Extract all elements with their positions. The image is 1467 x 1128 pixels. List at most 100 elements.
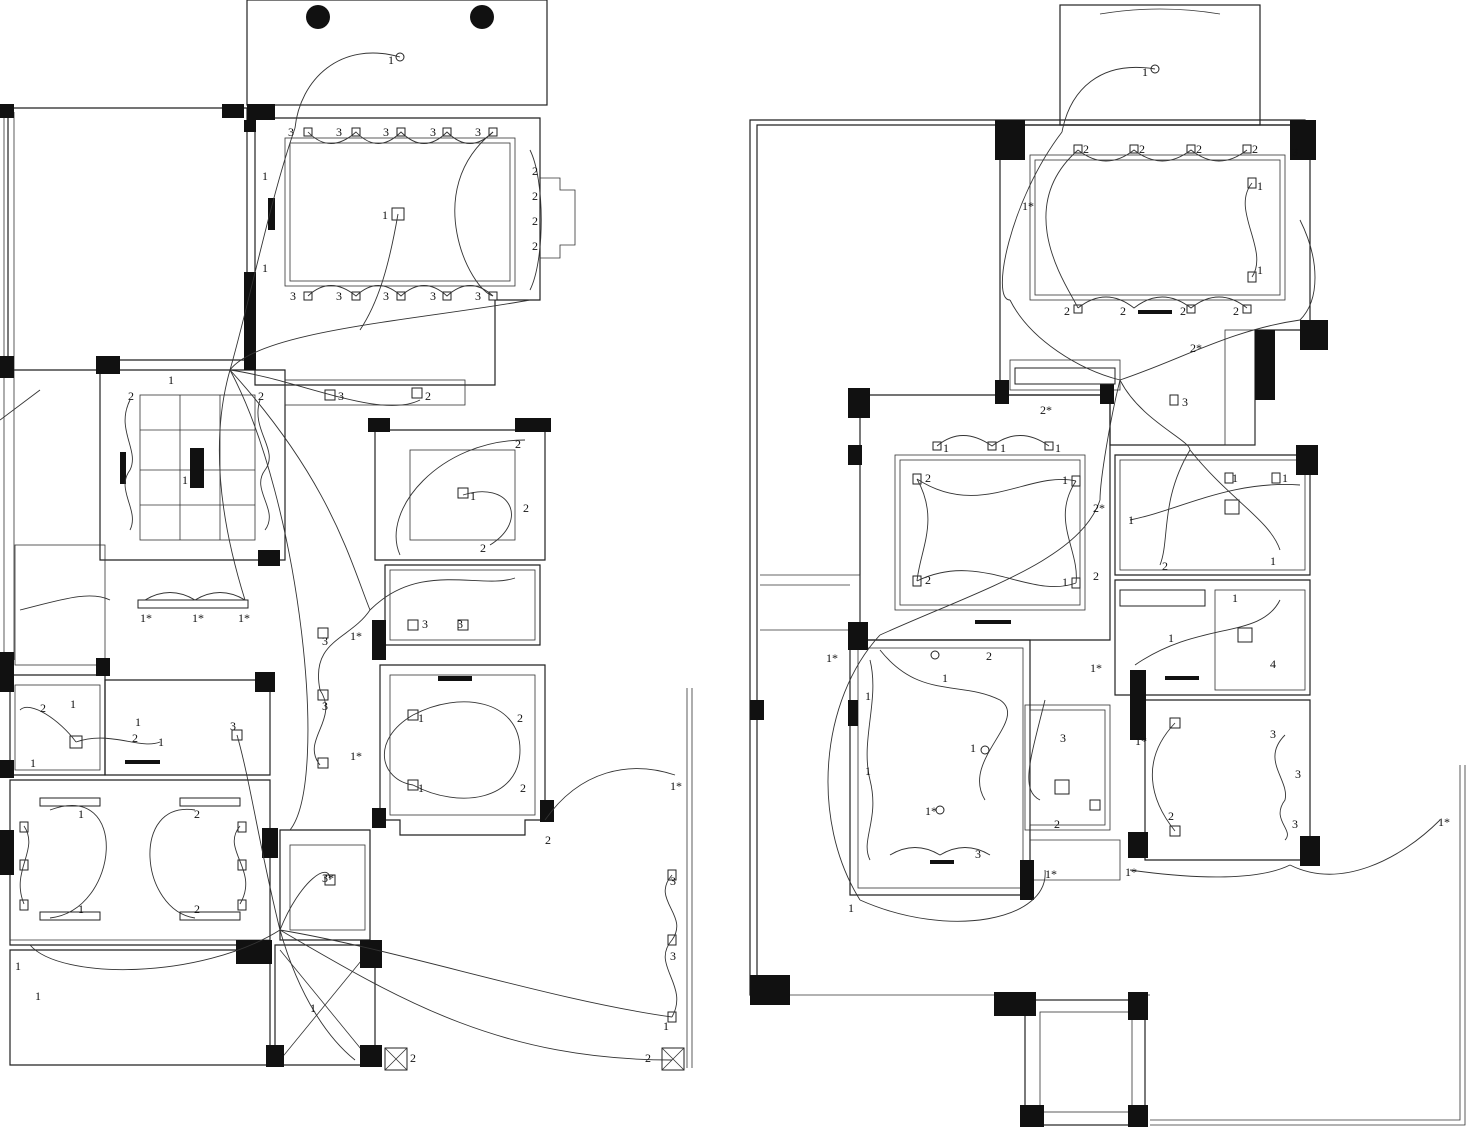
living-room-outline <box>254 117 541 386</box>
circuit-label: 2* <box>1093 501 1105 515</box>
circuit-label: 2 <box>517 711 523 725</box>
circuit-label: 1 <box>865 689 871 703</box>
circuit-label: 2* <box>1190 341 1202 355</box>
circuit-label: 1* <box>192 611 204 625</box>
circuit-label: 2 <box>532 164 538 178</box>
top-balcony-outline <box>246 0 548 106</box>
circuit-label: 2 <box>1233 304 1239 318</box>
circuit-label: 2 <box>925 573 931 587</box>
circuit-label: 2* <box>1040 403 1052 417</box>
circuit-label: 1 <box>35 989 41 1003</box>
circuit-label: 3 <box>1295 767 1301 781</box>
circuit-label: 1 <box>1128 513 1134 527</box>
circuit-label: 3 <box>422 617 428 631</box>
circuit-label: 1 <box>15 959 21 973</box>
circuit-label: 1 <box>1257 179 1263 193</box>
circuit-label: 1 <box>1142 65 1148 79</box>
circuit-label: 3 <box>670 874 676 888</box>
circuit-label: 1* <box>1135 734 1147 748</box>
circuit-label: 2 <box>480 541 486 555</box>
circuit-label: 3 <box>975 847 981 861</box>
circuit-label: 3 <box>475 125 481 139</box>
circuit-label: 1 <box>262 169 268 183</box>
circuit-label: 3 <box>1292 145 1298 159</box>
circuit-label: 2 <box>194 902 200 916</box>
circuit-labels-left: 1 3 3 3 3 3 1 1 3 3 3 3 3 1 2 2 2 2 2 2 … <box>15 53 682 1065</box>
circuit-label: 2 <box>425 389 431 403</box>
circuit-label: 2 <box>194 807 200 821</box>
circuit-label: 2 <box>532 214 538 228</box>
circuit-label: 1 <box>1257 263 1263 277</box>
circuit-label: 3 <box>430 125 436 139</box>
circuit-label: 1 <box>310 1001 316 1015</box>
circuit-label: 3 <box>1292 817 1298 831</box>
circuit-labels-right: 1 2 2 2 2 3 1 1 1* 2 2 2 2 2* 3 1 1 1 2*… <box>826 65 1450 915</box>
light-fixtures-left <box>19 52 677 1023</box>
right-floor-plan <box>749 4 1466 1127</box>
circuit-label: 2 <box>1180 304 1186 318</box>
circuit-label: 1 <box>1168 631 1174 645</box>
circuit-label: 2 <box>515 437 521 451</box>
circuit-label: 3 <box>430 289 436 303</box>
circuit-label: 1 <box>158 735 164 749</box>
circuit-label: 1 <box>382 208 388 222</box>
circuit-label: 3* <box>322 871 334 885</box>
circuit-label: 3 <box>1270 727 1276 741</box>
circuit-label: 2 <box>410 1051 416 1065</box>
circuit-label: 1* <box>1438 815 1450 829</box>
circuit-label: 1* <box>140 611 152 625</box>
circuit-label: 1 <box>848 901 854 915</box>
circuit-label: 3 <box>1060 731 1066 745</box>
circuit-label: 1 <box>78 902 84 916</box>
circuit-label: 2 <box>128 389 134 403</box>
light-fixtures-right <box>912 64 1281 864</box>
circuit-label: 1* <box>350 629 362 643</box>
circuit-label: 3 <box>670 949 676 963</box>
circuit-label: 2 <box>532 189 538 203</box>
circuit-label: 1 <box>262 261 268 275</box>
circuit-label: 3 <box>383 125 389 139</box>
left-floor-plan <box>0 0 693 1071</box>
circuit-label: 1* <box>238 611 250 625</box>
column-dot <box>306 5 330 29</box>
circuit-label: 3 <box>475 289 481 303</box>
master-room-outline <box>849 639 1031 896</box>
circuit-label: 1 <box>1000 441 1006 455</box>
wiring-right <box>827 67 1441 922</box>
circuit-label: 1 <box>135 715 141 729</box>
circuit-label: 1* <box>1045 867 1057 881</box>
circuit-label: 3 <box>288 125 294 139</box>
circuit-label: 2 <box>1083 142 1089 156</box>
circuit-label: 3 <box>290 289 296 303</box>
circuit-label: 2 <box>523 501 529 515</box>
circuit-label: 2 <box>1054 817 1060 831</box>
circuit-label: 2 <box>258 389 264 403</box>
circuit-label: 2 <box>132 731 138 745</box>
circuit-label: 1 <box>1270 554 1276 568</box>
circuit-label: 1 <box>182 473 188 487</box>
circuit-label: 3 <box>322 634 328 648</box>
left-room-outline <box>7 107 248 371</box>
circuit-label: 2 <box>1064 304 1070 318</box>
circuit-label: 1 <box>78 807 84 821</box>
circuit-label: 1 <box>1062 575 1068 589</box>
circuit-label: 2 <box>1162 559 1168 573</box>
circuit-label: 1 <box>1232 591 1238 605</box>
circuit-label: 3 <box>383 289 389 303</box>
circuit-label: 1* <box>1090 661 1102 675</box>
column-dot <box>470 5 494 29</box>
circuit-label: 2 <box>1120 304 1126 318</box>
circuit-label: 1 <box>1232 471 1238 485</box>
circuit-label: 1 <box>865 764 871 778</box>
circuit-label: 1* <box>826 651 838 665</box>
circuit-label: 1 <box>388 53 394 67</box>
circuit-label: 1 <box>70 697 76 711</box>
circuit-label: 1* <box>350 749 362 763</box>
circuit-label: 2 <box>532 239 538 253</box>
circuit-label: 2 <box>1139 142 1145 156</box>
circuit-label: 2 <box>925 471 931 485</box>
circuit-label: 1 <box>30 756 36 770</box>
circuit-label: 2 <box>1093 569 1099 583</box>
circuit-label: 3 <box>336 289 342 303</box>
circuit-label: 2 <box>645 1051 651 1065</box>
